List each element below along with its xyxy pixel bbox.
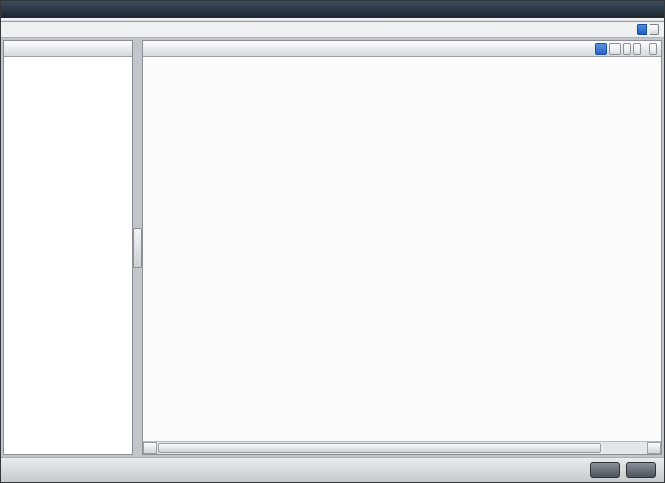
jobnet-map-panel [142, 40, 662, 455]
breadcrumb-bar [1, 22, 664, 38]
collapse-panel-button[interactable] [133, 227, 142, 268]
jobnet-map-canvas[interactable] [143, 57, 661, 441]
footer-bar [1, 457, 664, 482]
scrollbar-track[interactable] [157, 442, 647, 454]
jobnet-tree-panel [3, 40, 133, 455]
toolbar [1, 18, 664, 22]
display-dropdown-button[interactable] [623, 42, 631, 55]
scrollbar-thumb[interactable] [158, 443, 601, 453]
tree-panel-header [4, 41, 132, 57]
map-header-controls [595, 42, 657, 55]
zoom-out-button[interactable] [633, 42, 641, 55]
scroll-right-button[interactable] [647, 442, 661, 454]
auto-update-off-button[interactable] [650, 24, 659, 35]
jobnet-tree [4, 57, 132, 454]
scroll-left-button[interactable] [143, 442, 157, 454]
main-area [1, 38, 664, 457]
map-panel-header [143, 41, 661, 57]
horizontal-scrollbar[interactable] [143, 441, 661, 454]
flow-arrows [143, 57, 661, 441]
unit-name-toggle-button[interactable] [595, 42, 607, 55]
titlebar [1, 1, 664, 18]
comment-toggle-button[interactable] [609, 42, 621, 55]
close-button[interactable] [626, 462, 656, 478]
splitter[interactable] [133, 40, 142, 455]
zoom-in-button[interactable] [649, 42, 657, 55]
url-copy-button[interactable] [590, 462, 620, 478]
auto-update-on-button[interactable] [637, 24, 647, 35]
